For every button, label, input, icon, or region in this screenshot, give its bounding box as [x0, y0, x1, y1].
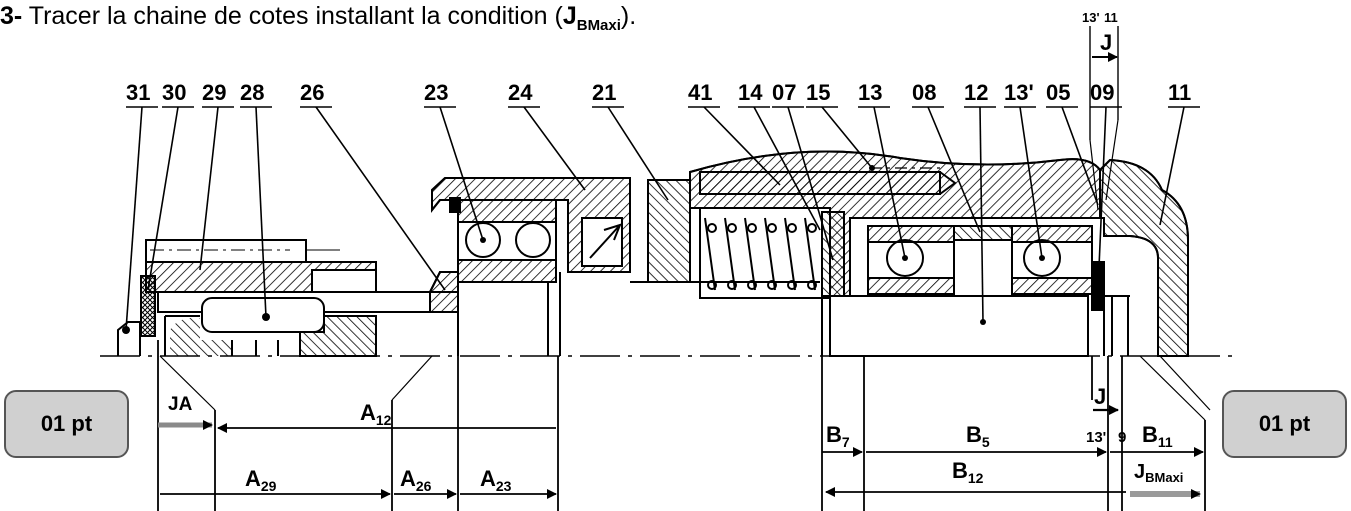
- chain-a-labels: JA A12 A29 A26 A23: [168, 394, 512, 494]
- part-26: [429, 271, 459, 313]
- assembly: [100, 150, 1240, 357]
- spring-14: [704, 217, 817, 291]
- callout-14: 14: [738, 80, 763, 105]
- callout-41: 41: [688, 80, 712, 105]
- label-j: J: [1094, 384, 1106, 409]
- label-9: 9: [1118, 429, 1126, 446]
- question-title: 3- Tracer la chaine de cotes installant …: [0, 2, 636, 34]
- chain-b: [821, 355, 1211, 511]
- label-ja: JA: [168, 394, 193, 415]
- part-11: [1099, 158, 1189, 357]
- label-a12: A12: [360, 400, 392, 428]
- question-close: ).: [620, 2, 637, 30]
- question-number: 3-: [0, 2, 23, 30]
- part-29-top: [145, 239, 307, 263]
- callout-15: 15: [806, 80, 830, 105]
- callout-26: 26: [300, 80, 324, 105]
- label-b12: B12: [952, 458, 984, 486]
- callout-21: 21: [592, 80, 616, 105]
- callout-11: 11: [1168, 80, 1191, 105]
- callout-13-prime: 13': [1004, 80, 1034, 105]
- top-marker-13: 13': [1082, 10, 1100, 25]
- label-b7: B7: [826, 422, 850, 450]
- label-jbmaxi: JBMaxi: [1134, 461, 1183, 485]
- top-marker-11: 11: [1104, 10, 1118, 25]
- score-box-left: 01 pt: [4, 390, 129, 458]
- part-31: [117, 321, 141, 356]
- part-30: [140, 275, 156, 337]
- chain-b-labels: J 13' 9 B7 B5 B11 B12 JBMaxi: [826, 384, 1183, 486]
- callout-08: 08: [912, 80, 936, 105]
- chain-a: [157, 340, 559, 511]
- callout-12: 12: [964, 80, 988, 105]
- callout-31: 31: [126, 80, 150, 105]
- label-b5: B5: [966, 422, 990, 450]
- label-b11: B11: [1142, 422, 1173, 450]
- callouts: [125, 106, 1200, 331]
- condition-label: JBMaxi: [562, 2, 621, 34]
- callout-05: 05: [1046, 80, 1070, 105]
- callout-09: 09: [1090, 80, 1114, 105]
- part-08: [953, 225, 1013, 241]
- shaft-hatch-left: [170, 317, 232, 356]
- top-marker-j: J: [1100, 30, 1112, 55]
- label-a26: A26: [400, 466, 432, 494]
- callout-labels: 31 30 29 28 26 23 24 21 41 14 07 15 13 0…: [126, 80, 1191, 105]
- part-21: [647, 179, 691, 283]
- question-text: Tracer la chaine de cotes installant la …: [28, 2, 563, 30]
- callout-23: 23: [424, 80, 448, 105]
- callout-28: 28: [240, 80, 264, 105]
- label-a23: A23: [480, 466, 512, 494]
- score-box-right: 01 pt: [1222, 390, 1347, 458]
- callout-30: 30: [162, 80, 186, 105]
- callout-07: 07: [772, 80, 796, 105]
- label-a29: A29: [245, 466, 277, 494]
- part-12: [829, 295, 1089, 357]
- callout-13: 13: [858, 80, 882, 105]
- callout-29: 29: [202, 80, 226, 105]
- label-13-prime: 13': [1086, 429, 1106, 446]
- callout-24: 24: [508, 80, 533, 105]
- top-marker: 13' 11 J: [1082, 10, 1119, 211]
